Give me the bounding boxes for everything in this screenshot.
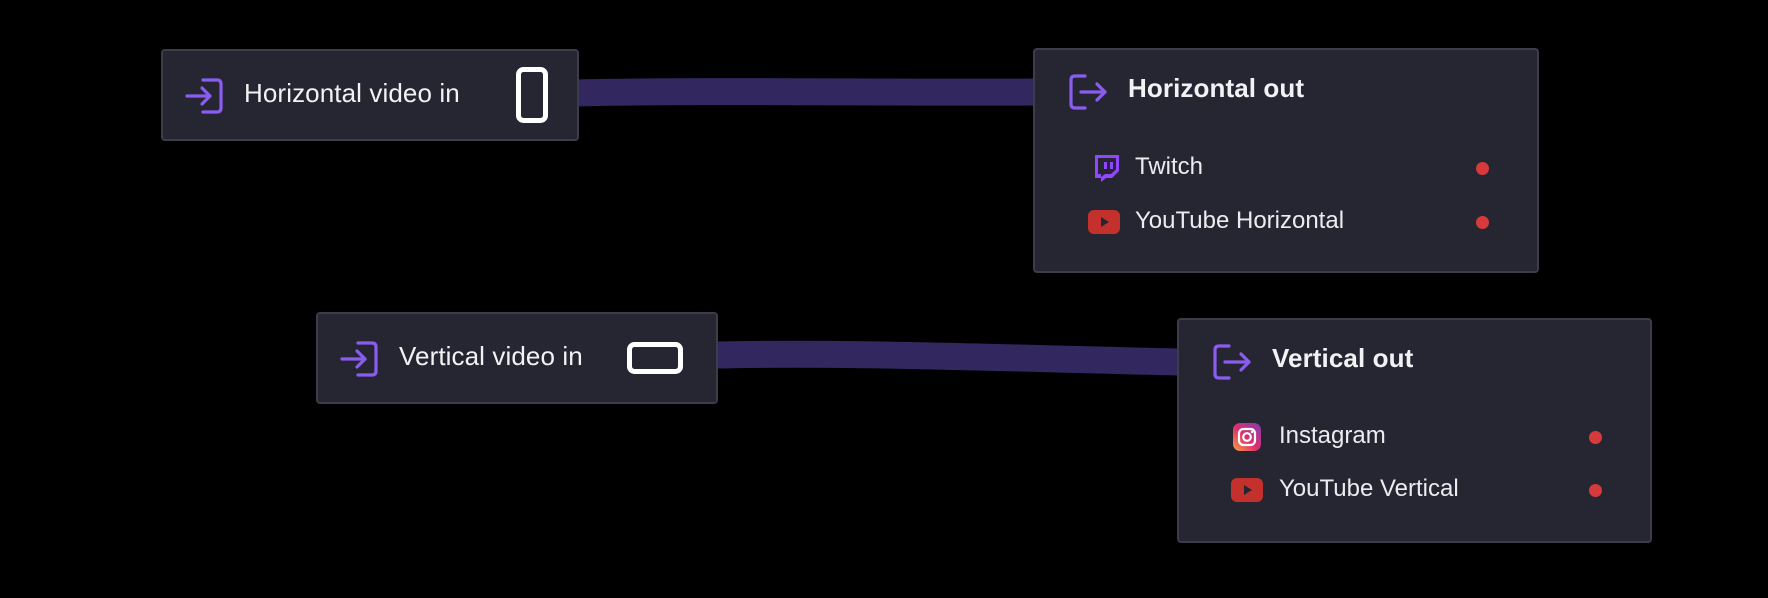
status-dot [1589, 431, 1602, 444]
destination-row-instagram[interactable]: Instagram [1179, 419, 1650, 455]
input-title: Vertical video in [399, 341, 583, 371]
logout-arrow-icon [1069, 74, 1107, 110]
destination-label: YouTube Horizontal [1135, 207, 1345, 234]
phone-portrait-icon[interactable] [516, 67, 548, 123]
destination-row-twitch[interactable]: Twitch [1035, 150, 1537, 186]
output-title: Vertical out [1272, 343, 1414, 373]
logout-arrow-icon [1213, 344, 1251, 380]
input-title: Horizontal video in [244, 78, 460, 108]
status-dot [1589, 484, 1602, 497]
output-node-vertical[interactable]: Vertical out Instagram YouTube Vertical [1177, 318, 1652, 543]
input-node-vertical[interactable]: Vertical video in [316, 312, 718, 404]
twitch-icon [1095, 155, 1119, 182]
youtube-icon [1231, 478, 1263, 502]
login-arrow-icon [185, 78, 223, 114]
connector-vertical[interactable] [704, 340, 1192, 376]
destination-row-youtube-horizontal[interactable]: YouTube Horizontal [1035, 204, 1537, 240]
output-node-horizontal[interactable]: Horizontal out Twitch YouTube Horizontal [1033, 48, 1539, 273]
destination-label: YouTube Vertical [1279, 475, 1459, 502]
instagram-icon [1233, 423, 1261, 451]
destination-row-youtube-vertical[interactable]: YouTube Vertical [1179, 472, 1650, 508]
status-dot [1476, 216, 1489, 229]
destination-label: Twitch [1135, 153, 1204, 180]
phone-landscape-icon[interactable] [627, 342, 683, 374]
output-title: Horizontal out [1128, 73, 1305, 103]
login-arrow-icon [340, 341, 378, 377]
youtube-icon [1088, 210, 1120, 234]
connector-horizontal[interactable] [564, 78, 1049, 107]
status-dot [1476, 162, 1489, 175]
input-node-horizontal[interactable]: Horizontal video in [161, 49, 579, 141]
destination-label: Instagram [1279, 422, 1386, 449]
